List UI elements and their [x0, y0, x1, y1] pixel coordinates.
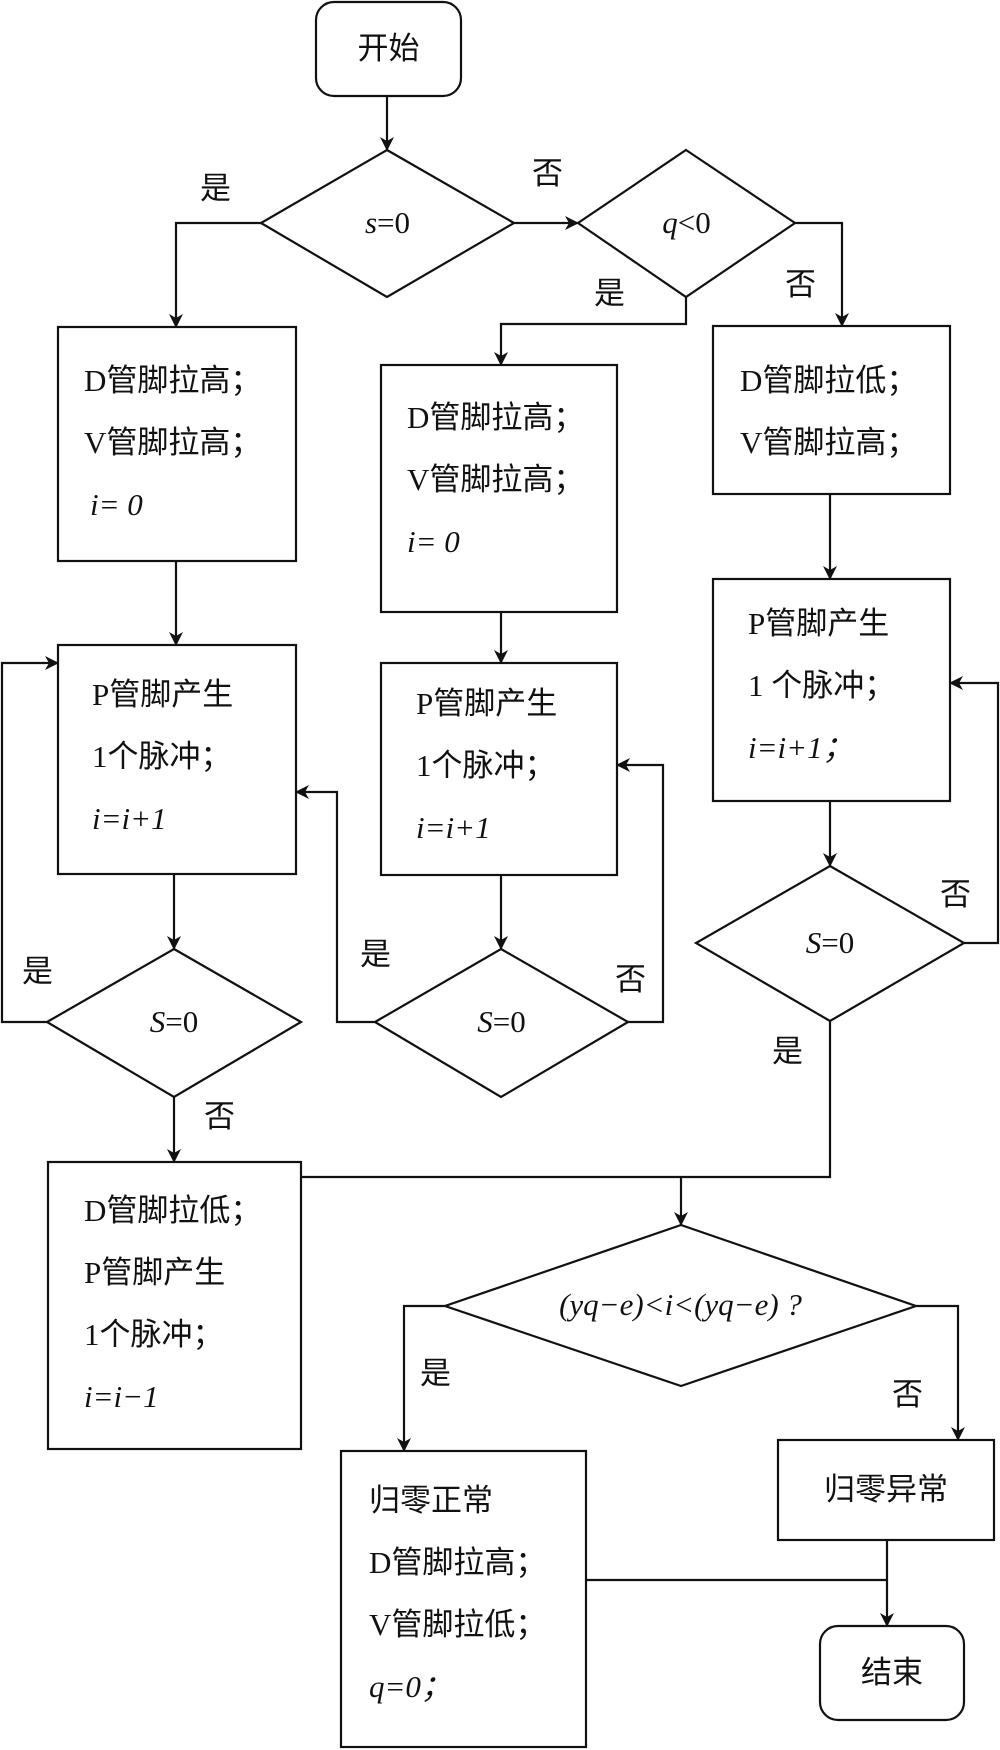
decision-s-var: s — [364, 205, 378, 240]
edge-label-left-S-no: 否 — [204, 1099, 235, 1134]
edge-label-right-S-yes: 是 — [772, 1034, 803, 1069]
box-mid-pulse: P管脚产生 1个脉冲； i=i+1 — [416, 673, 557, 859]
decision-q-var: q — [662, 205, 678, 240]
edge-mid-S-no-loop — [616, 758, 665, 1024]
edge-range-yes — [397, 1304, 445, 1452]
decision-mid-S-rest: =0 — [492, 1004, 526, 1039]
box-left-init-line: D管脚拉高； — [84, 363, 262, 398]
box-right-init-shape — [711, 324, 952, 496]
edge-label-range-no: 否 — [892, 1377, 923, 1412]
box-right-init-line: D管脚拉低； — [740, 363, 918, 398]
decision-mid-S-label: S=0 — [375, 991, 628, 1053]
end-label: 结束 — [861, 1655, 923, 1690]
box-left-init: D管脚拉高； V管脚拉高； i= 0 — [84, 350, 261, 536]
decision-mid-S-var: S — [477, 1004, 493, 1039]
box-mid-init-line: i= 0 — [407, 524, 460, 559]
decision-right-S-var: S — [805, 925, 822, 960]
box-mid-init: D管脚拉高； V管脚拉高； i= 0 — [407, 387, 584, 573]
box-bottom-left: D管脚拉低； P管脚产生 1个脉冲； i=i−1 — [84, 1180, 261, 1428]
box-normal-line: V管脚拉低； — [369, 1607, 547, 1642]
box-normal-line: D管脚拉高； — [369, 1545, 547, 1580]
edge-s-yes — [169, 221, 261, 328]
decision-s-label: s=0 — [261, 192, 514, 254]
decision-s-shape — [258, 148, 517, 299]
edge-label-q-no: 否 — [785, 267, 816, 302]
edge-label-left-S-yes: 是 — [22, 954, 53, 989]
edge-range-no — [916, 1304, 965, 1441]
decision-left-S-var: S — [149, 1004, 166, 1039]
decision-right-S-rest: =0 — [821, 925, 855, 960]
decision-q-rest: <0 — [677, 205, 711, 240]
start-label: 开始 — [357, 31, 420, 66]
edge-right-S-no-loop — [949, 676, 1000, 945]
decision-left-S-label: S=0 — [47, 991, 301, 1053]
decision-right-S-label: S=0 — [696, 912, 964, 974]
box-mid-pulse-line: 1个脉冲； — [416, 748, 556, 783]
box-mid-pulse-line: i=i+1 — [416, 810, 491, 845]
box-bottom-left-line: D管脚拉低； — [84, 1193, 262, 1228]
box-right-init-line: V管脚拉高； — [740, 425, 918, 460]
box-mid-init-line: D管脚拉高； — [407, 400, 585, 435]
edge-right-S-yes — [301, 1021, 832, 1179]
box-right-pulse-line: 1 个脉冲； — [748, 668, 896, 703]
box-left-init-line: i= 0 — [90, 487, 143, 522]
edge-q-no — [795, 221, 849, 327]
box-right-init: D管脚拉低； V管脚拉高； — [740, 350, 917, 474]
decision-left-S-rest: =0 — [165, 1004, 199, 1039]
decision-range-shape — [441, 1223, 920, 1388]
box-abnormal-label: 归零异常 — [824, 1472, 948, 1507]
box-left-init-line: V管脚拉高； — [84, 425, 262, 460]
edge-label-mid-S-no: 否 — [615, 962, 646, 997]
box-left-pulse: P管脚产生 1个脉冲； i=i+1 — [92, 664, 233, 850]
decision-q-label: q<0 — [578, 192, 795, 254]
box-left-pulse-line: 1个脉冲； — [92, 739, 232, 774]
edge-mid-S-yes-to-left-pulse — [295, 785, 375, 1024]
edge-label-mid-S-yes: 是 — [360, 937, 391, 972]
edge-label-right-S-no: 否 — [940, 877, 971, 912]
box-right-pulse-line: P管脚产生 — [748, 606, 890, 641]
box-normal-shape — [339, 1449, 588, 1749]
edge-label-q-yes: 是 — [594, 276, 625, 311]
box-right-pulse: P管脚产生 1 个脉冲； i=i+1； — [748, 593, 895, 779]
box-left-pulse-line: i=i+1 — [92, 801, 167, 836]
decision-mid-S-shape — [372, 947, 631, 1099]
decision-range-label: (yq−e)<i<(yq−e) ? — [559, 1287, 802, 1322]
box-bottom-left-line: P管脚产生 — [84, 1255, 226, 1290]
box-mid-init-line: V管脚拉高； — [407, 462, 585, 497]
edge-q-yes — [494, 297, 688, 366]
edge-label-range-yes: 是 — [420, 1356, 451, 1391]
start-terminal — [314, 0, 463, 98]
edge-label-s-yes: 是 — [200, 171, 231, 206]
box-normal-line: 归零正常 — [369, 1483, 493, 1518]
box-right-pulse-line: i=i+1； — [748, 730, 854, 765]
box-mid-pulse-line: P管脚产生 — [416, 686, 558, 721]
box-left-pulse-line: P管脚产生 — [92, 677, 234, 712]
edge-label-s-no: 否 — [532, 156, 563, 191]
box-bottom-left-line: 1个脉冲； — [84, 1317, 224, 1352]
decision-s-rest: =0 — [377, 205, 411, 240]
box-normal: 归零正常 D管脚拉高； V管脚拉低； q=0； — [369, 1470, 546, 1718]
edge-left-S-yes-loop — [0, 656, 59, 1024]
box-normal-line: q=0； — [369, 1669, 452, 1704]
box-bottom-left-line: i=i−1 — [84, 1379, 159, 1414]
